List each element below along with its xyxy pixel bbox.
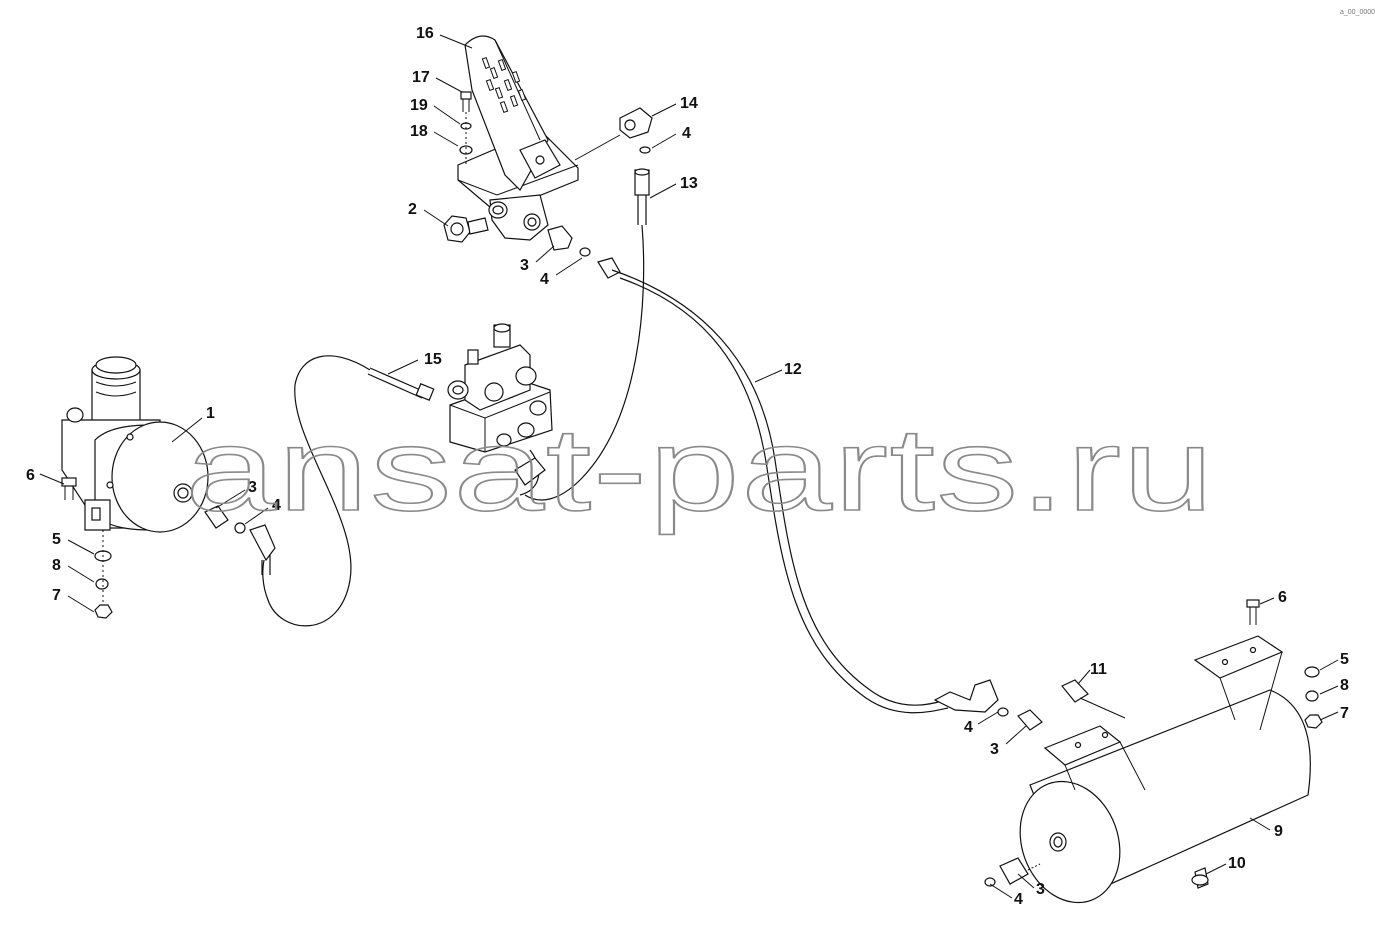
callout-10: 10 [1228,855,1246,872]
watermark-text: ansat-parts.ru [185,404,1215,536]
callout-8: 8 [1340,677,1349,694]
callout-3: 3 [990,741,999,758]
fasteners-right [1246,599,1323,729]
hose-part-12 [611,269,946,706]
callout-4: 4 [1014,891,1023,908]
callout-5: 5 [52,531,61,548]
leader-lines [39,34,1339,899]
callout-4: 4 [964,719,973,736]
callout-5: 5 [1340,651,1349,668]
hose-loop [262,355,371,627]
fitting-part-3-upper [547,225,621,279]
callout-labels: 16 17 19 18 14 4 13 2 3 4 15 12 1 6 3 4 … [26,25,1349,908]
callout-9: 9 [1274,823,1283,840]
callout-13: 13 [680,175,698,192]
hose-part-13 [524,224,645,501]
callout-4: 4 [540,271,549,288]
callout-14: 14 [680,95,698,112]
fitting-part-3-left [204,505,276,575]
fitting-part-11 [1061,679,1126,719]
bolt-part-17 [459,91,473,165]
fitting-part-3-mid [933,679,1043,731]
fitting-part-3-bottom [984,857,1041,887]
corner-mark: a_00_0000 [1340,9,1375,16]
brake-pedal [457,35,579,241]
callout-3: 3 [1036,881,1045,898]
callout-11: 11 [1090,661,1107,678]
callout-7: 7 [1340,705,1349,722]
callout-8: 8 [52,557,61,574]
hose-part-15 [369,367,426,393]
plug-part-2 [443,215,489,243]
valve-block [447,323,553,453]
callout-3: 3 [520,257,529,274]
fasteners-left [61,477,113,619]
callout-18: 18 [410,123,428,140]
callout-7: 7 [52,587,61,604]
callout-1: 1 [206,405,215,422]
callout-6: 6 [26,467,35,484]
callout-19: 19 [410,97,428,114]
callout-4: 4 [272,497,281,514]
master-cylinder [61,356,209,533]
callout-17: 17 [412,69,430,86]
pressure-switch-part-14 [574,107,653,225]
air-tank [1019,635,1311,904]
callout-16: 16 [416,25,434,42]
callout-15: 15 [424,351,442,368]
callout-12: 12 [784,361,802,378]
callout-4: 4 [682,125,691,142]
callout-3: 3 [248,479,257,496]
callout-2: 2 [408,201,417,218]
callout-6: 6 [1278,589,1287,606]
